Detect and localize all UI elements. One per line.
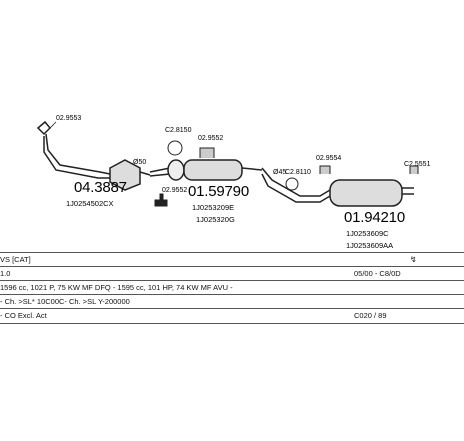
downpipe-code: 04.3887 [74,179,127,196]
row-1-col1: VS [CAT] [0,255,31,264]
rear-box-code: 01.94210 [344,209,405,226]
row-2-col1: 1.0 [0,269,11,278]
row-5-col1: - CO Excl. Act [0,311,47,320]
rear-box-oem2: 1J0253609AA [346,241,393,250]
arrow-icon: ↯ [410,255,417,264]
downpipe-part [36,120,151,191]
front-pipe-code: 01.59790 [188,183,249,200]
exhaust-diagram: 02.9553 02.9552 Ø50 C2.8150 02.9552 Ø45 … [36,115,431,250]
dim-d1: Ø50 [133,159,146,166]
info-row-spec: 1596 cc, 1021 P, 75 KW MF DFQ - 1595 cc,… [0,280,464,295]
dim-d2: Ø45 [273,169,286,176]
row-3-col1: 1596 cc, 1021 P, 75 KW MF DFQ - 1595 cc,… [0,283,233,292]
front-pipe-oem1: 1J0253209E [192,203,234,212]
clamp-c6: 02.9554 [316,155,341,162]
hanger-icon-2 [285,165,419,191]
downpipe-oem: 1J0254502CX [66,199,114,208]
hanger-icon [167,140,215,158]
info-row-chassis: - Ch. >SL* 10C00C- Ch. >SL Y-200000 [0,294,464,309]
clamp-c1: 02.9553 [56,115,81,122]
front-pipe-part [149,159,263,181]
row-5-col2: C020 / 89 [354,311,387,320]
info-row-model: VS [CAT] ↯ [0,252,464,267]
clamp-c4: 02.9552 [162,187,187,194]
row-2-col2: 05/00 - C8/0D [354,269,401,278]
clamp-icon [154,193,168,207]
front-pipe-oem2: 1J025320G [196,215,235,224]
clamp-c3: 02.9552 [198,135,223,142]
info-row-engine: 1.0 05/00 - C8/0D [0,266,464,281]
rear-box-oem1: 1J0253609C [346,229,389,238]
row-4-col1: - Ch. >SL* 10C00C- Ch. >SL Y-200000 [0,297,130,306]
clamp-c7: C2.5551 [404,161,431,168]
rear-box-part [261,167,414,207]
clamp-c2: C2.8150 [165,127,192,134]
info-table: VS [CAT] ↯ 1.0 05/00 - C8/0D 1596 cc, 10… [0,252,464,324]
clamp-c5: C2.8110 [285,169,311,176]
info-row-co: - CO Excl. Act C020 / 89 [0,308,464,324]
